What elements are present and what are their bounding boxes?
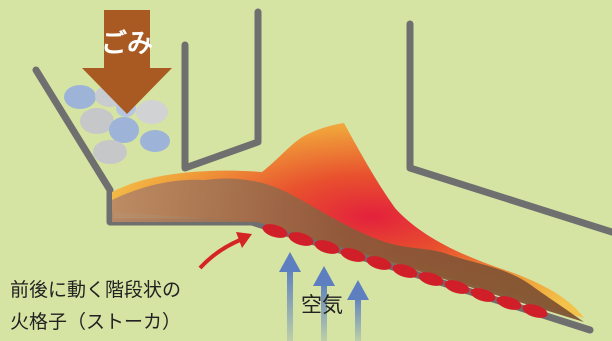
air-arrow-icon: [347, 280, 369, 341]
pointer-arrow: [198, 232, 252, 270]
stoker-label-line2: 火格子（ストーカ）: [10, 311, 181, 333]
air-arrow-icon: [279, 252, 301, 341]
waste-label: ごみ: [101, 28, 153, 59]
ash-layer: [112, 178, 584, 322]
air-label: 空気: [301, 293, 343, 317]
waste-arrow: [82, 10, 172, 114]
air-arrows: [279, 252, 369, 341]
stoker-grate: [262, 224, 548, 318]
stoker-label-line1: 前後に動く階段状の: [10, 279, 181, 301]
air-arrow-icon: [313, 266, 335, 341]
